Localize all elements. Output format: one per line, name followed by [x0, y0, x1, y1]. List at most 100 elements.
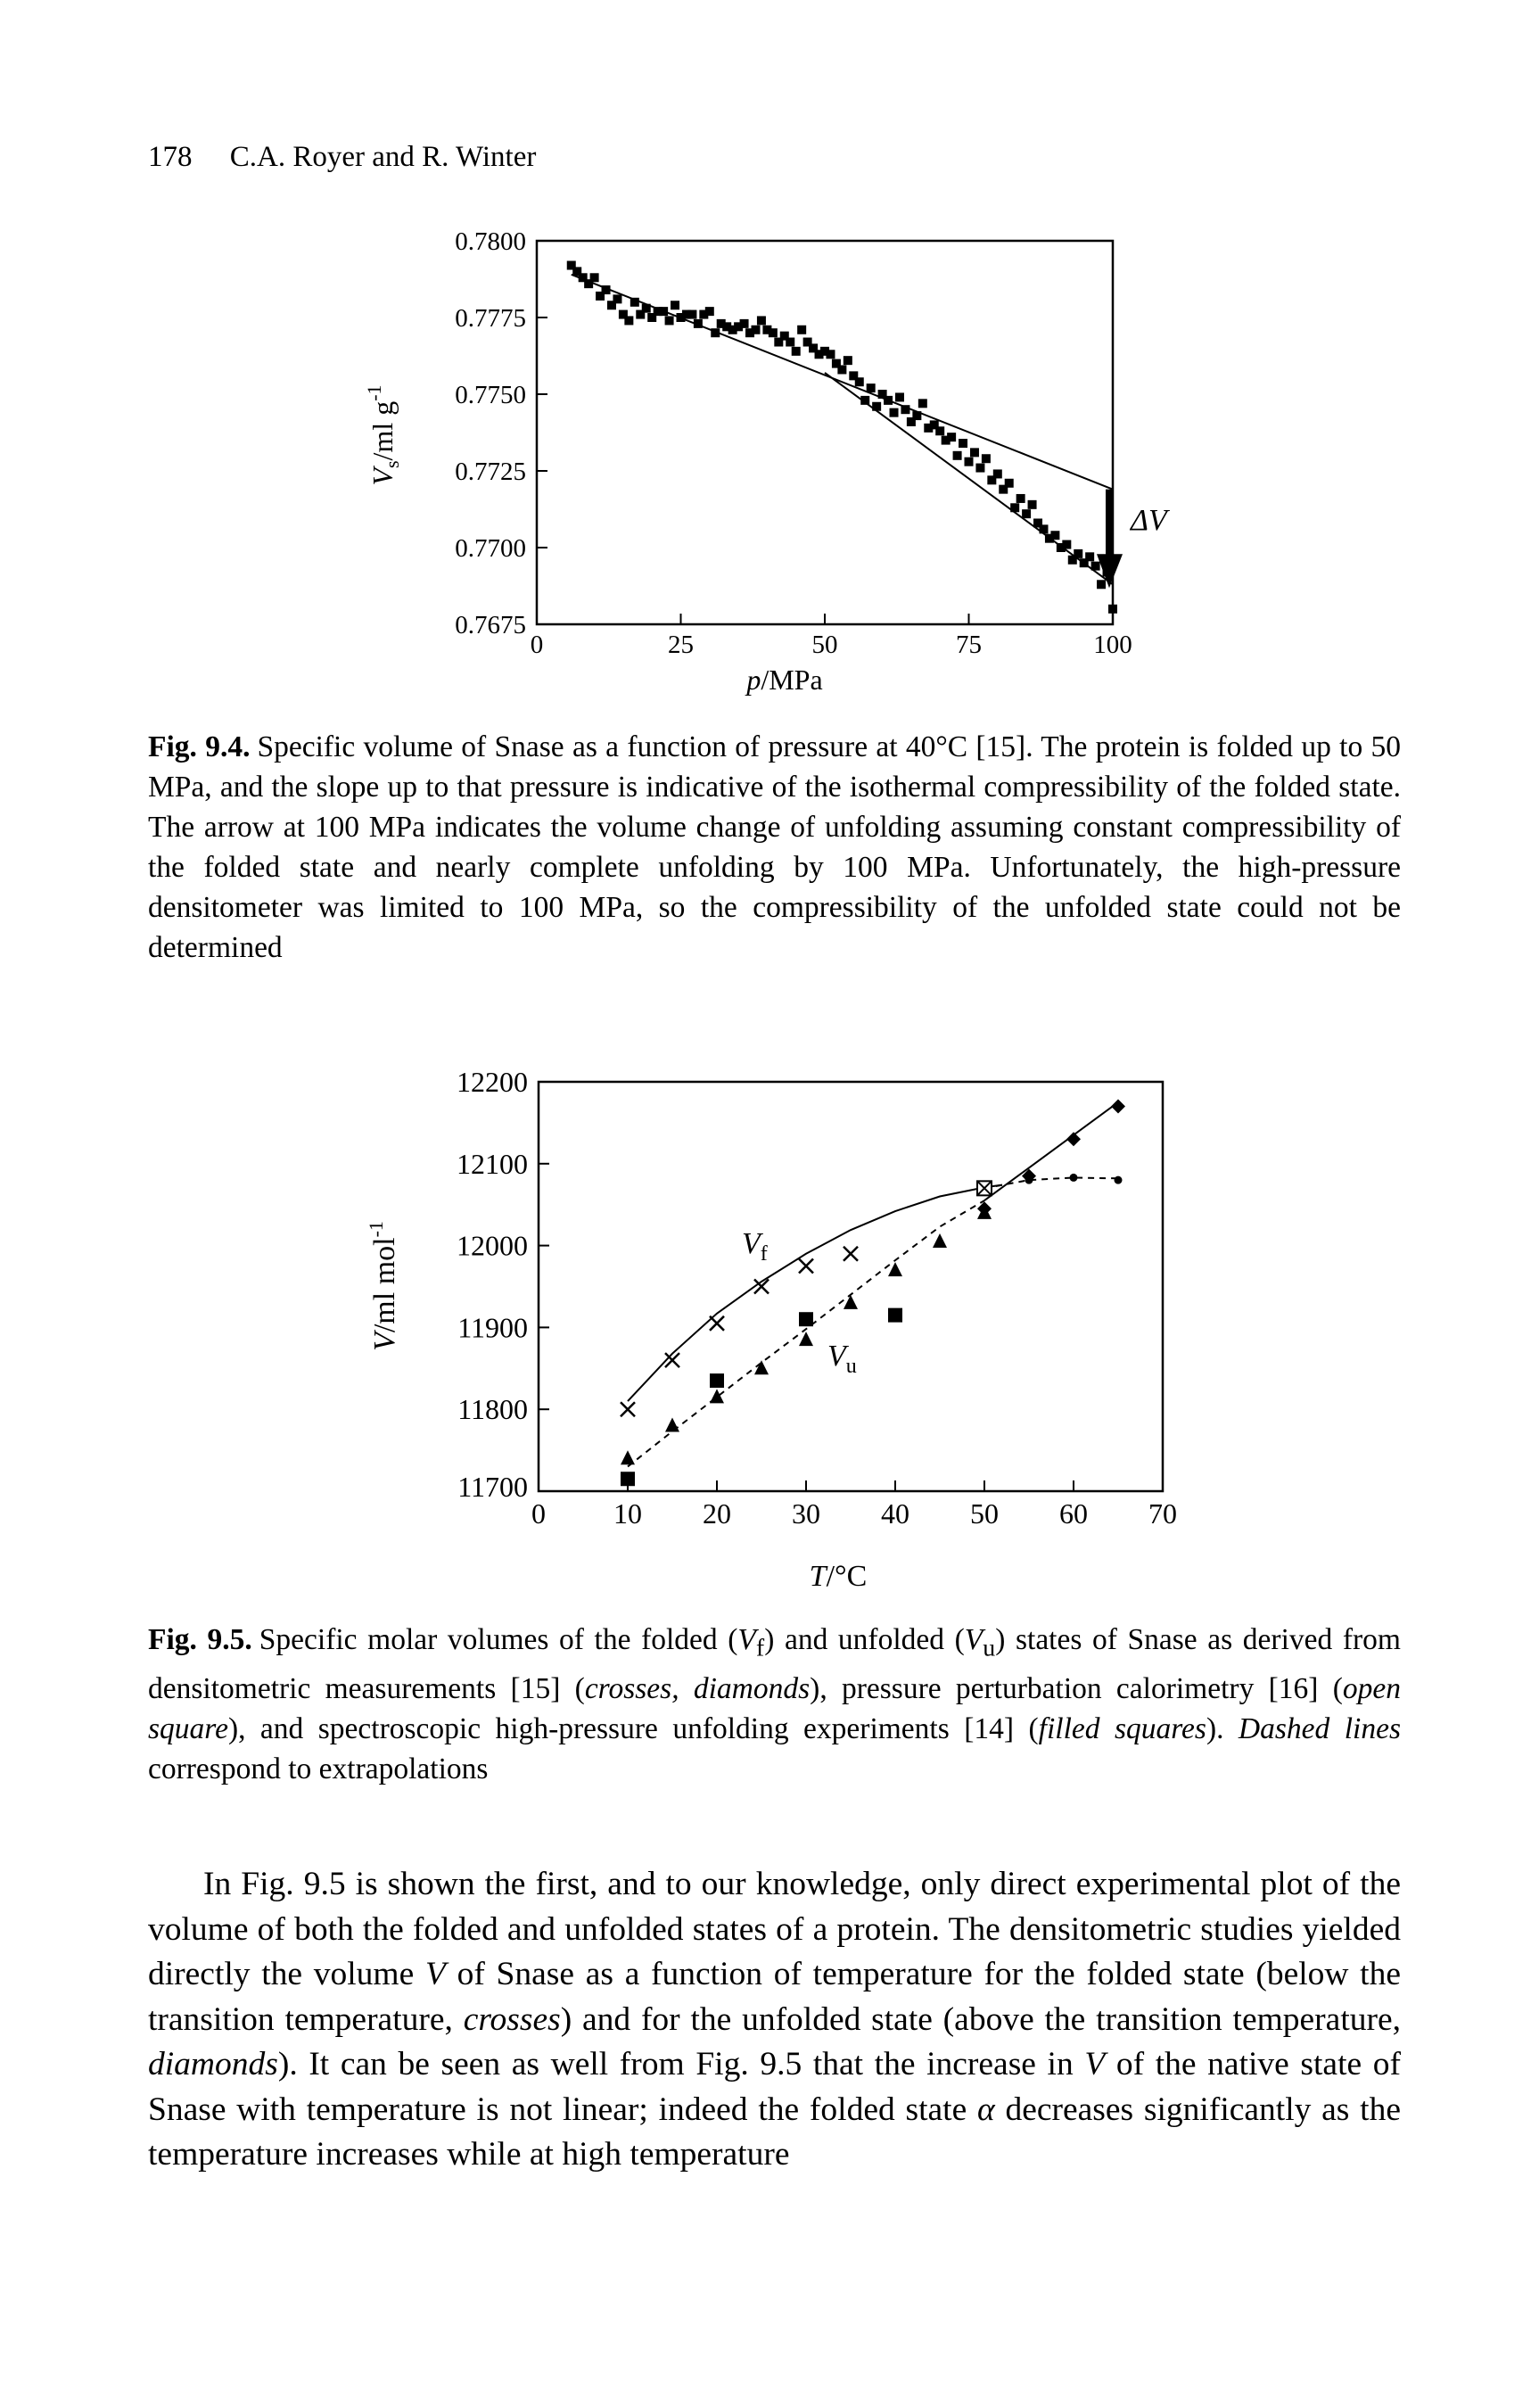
fig94-data-point [699, 309, 709, 319]
fig95-triangle-point [621, 1450, 635, 1465]
fig94-data-point [791, 346, 801, 356]
fig94-data-point [601, 285, 611, 295]
figure-9-5-caption-text: Specific molar volumes of the folded (Vf… [148, 1623, 1401, 1785]
fig94-data-point [578, 273, 588, 283]
fig94-data-point [1022, 509, 1032, 519]
fig94-data-point [1062, 540, 1072, 549]
fig94-data-point [613, 294, 622, 304]
fig94-arrow-shaft [1106, 489, 1114, 558]
fig94-data-point [722, 322, 732, 332]
fig94-data-point [1033, 518, 1043, 528]
fig95-solid-curve [627, 1183, 1003, 1402]
fig94-x-tick-label: 0 [531, 631, 544, 659]
fig94-arrow-label: ΔV [1129, 504, 1171, 537]
fig95-cross-point [753, 1278, 770, 1295]
fig94-data-point [624, 316, 634, 326]
fig95-cross-point [709, 1315, 725, 1332]
fig94-data-point [826, 350, 835, 359]
figure-9-5-label: Fig. 9.5. [148, 1623, 252, 1656]
fig94-data-point [809, 343, 819, 353]
fig95-cross-point [798, 1258, 814, 1274]
fig94-data-point [929, 420, 939, 430]
fig95-filled-square-point [888, 1307, 902, 1323]
body-paragraph: In Fig. 9.5 is shown the first, and to o… [148, 1862, 1401, 2178]
fig94-data-point [1039, 524, 1049, 534]
fig94-data-point [1004, 478, 1014, 488]
fig95-dot-point [1069, 1173, 1078, 1182]
fig95-x-axis-label: T/°C [810, 1560, 868, 1593]
fig94-data-point [572, 267, 582, 276]
fig95-cross-point [843, 1245, 859, 1262]
fig94-data-point [901, 405, 910, 415]
fig94-x-tick-label: 100 [1093, 631, 1132, 659]
fig94-y-tick-label: 0.7725 [455, 458, 526, 486]
fig95-cross-point [620, 1401, 636, 1418]
fig94-data-point [1027, 499, 1037, 509]
fig95-x-tick-label: 10 [613, 1497, 642, 1530]
fig94-y-tick-label: 0.7800 [455, 227, 526, 256]
fig94-data-point [693, 318, 703, 328]
fig94-plot-frame [535, 239, 1115, 626]
fig95-solid-curve [983, 1101, 1119, 1201]
fig94-data-point [659, 307, 669, 317]
fig94-data-point [704, 307, 714, 317]
figure-9-4-caption-text: Specific volume of Snase as a function o… [148, 730, 1401, 964]
fig94-data-point [1044, 533, 1054, 543]
fig94-data-point [606, 301, 616, 310]
fig95-y-tick-label: 12100 [457, 1148, 528, 1180]
fig95-triangle-point [665, 1417, 679, 1432]
fig94-data-point [1010, 503, 1020, 513]
fig94-data-point [676, 313, 686, 322]
fig94-x-tick-label: 75 [956, 631, 982, 659]
fig94-x-axis-label: p/MPa [745, 664, 822, 696]
fig95-triangle-point [933, 1233, 947, 1249]
fig95-y-tick-label: 11900 [457, 1311, 528, 1343]
fig95-y-axis-label: V/ml mol-1 [365, 1221, 401, 1351]
fig94-data-point [596, 291, 605, 301]
fig95-filled-square-point [621, 1472, 635, 1487]
fig95-diamond-point [1066, 1132, 1081, 1147]
fig94-data-point [786, 337, 795, 347]
fig94-data-point [981, 454, 991, 464]
fig94-data-point [1097, 580, 1107, 590]
fig94-data-points [566, 260, 1117, 614]
fig95-x-tick-label: 50 [970, 1497, 999, 1530]
fig94-data-point [589, 273, 599, 283]
fig94-data-point [774, 337, 784, 347]
fig94-data-point [935, 426, 945, 436]
fig95-filled-square-point [799, 1312, 813, 1327]
fig94-y-tick-label: 0.7700 [455, 534, 526, 563]
fig94-data-point [671, 301, 680, 310]
fig94-data-point [762, 325, 772, 334]
page-number: 178 [148, 141, 193, 173]
figure-9-4-caption: Fig. 9.4.Specific volume of Snase as a f… [148, 727, 1401, 968]
fig95-y-tick-label: 12200 [457, 1066, 528, 1098]
fig94-delta-v-arrow [1097, 489, 1123, 589]
fig94-data-point [959, 439, 968, 449]
fig94-data-point [952, 450, 962, 460]
fig94-data-point [987, 475, 997, 485]
fig94-data-point [1074, 548, 1083, 558]
fig94-data-point [975, 463, 985, 473]
fig95-filled-square-point [710, 1373, 724, 1389]
fig95-diamond-point [1022, 1168, 1036, 1183]
fig95-data-points [620, 1099, 1125, 1487]
fig94-data-point [860, 395, 870, 405]
fig95-triangle-point [710, 1389, 724, 1404]
fig94-data-point [969, 448, 979, 458]
fig95-x-tick-label: 20 [703, 1497, 731, 1530]
fig94-data-point [734, 322, 744, 332]
figure-9-4-label: Fig. 9.4. [148, 730, 251, 763]
fig94-data-point [831, 359, 841, 368]
fig94-data-point [664, 316, 674, 326]
fig94-data-point [641, 303, 651, 313]
fig95-triangle-point [799, 1332, 813, 1347]
fig95-x-tick-label: 30 [792, 1497, 820, 1530]
fig94-data-point [992, 469, 1002, 479]
fig94-y-tick-label: 0.7775 [455, 304, 526, 333]
fig95-dot-point [1114, 1175, 1123, 1184]
fig94-data-point [636, 309, 646, 319]
fig94-data-point [584, 279, 594, 289]
fig94-data-point [1079, 558, 1089, 568]
